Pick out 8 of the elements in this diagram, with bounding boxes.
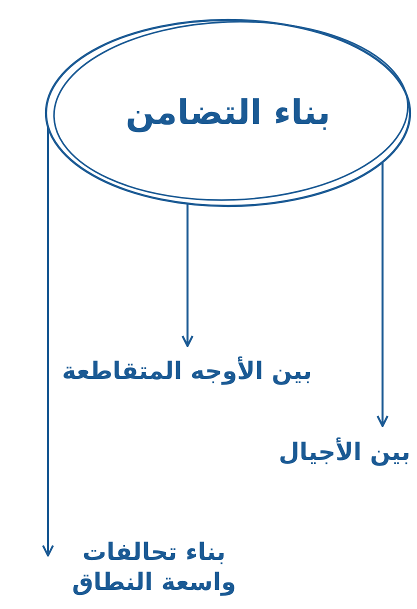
arrow <box>182 204 194 347</box>
node-label: بين الأوجه المتقاطعة <box>62 356 312 386</box>
ellipse-node <box>44 18 412 208</box>
node-label: بين الأجيال <box>278 437 410 467</box>
node-label: بناء تحالفات واسعة النطاق <box>70 537 238 597</box>
arrow <box>376 162 389 427</box>
arrow <box>42 126 54 557</box>
node-label: بناء التضامن <box>126 92 330 134</box>
